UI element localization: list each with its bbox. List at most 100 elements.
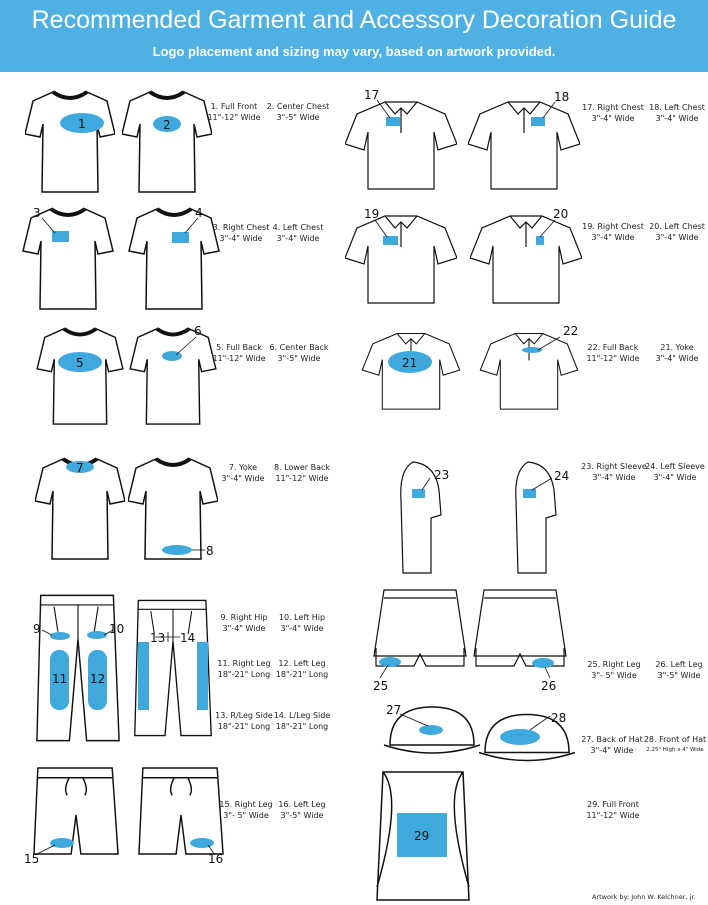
- placement-16: [190, 838, 214, 848]
- tshirt-back-drawing: [128, 457, 218, 560]
- placement-22: [522, 347, 542, 353]
- placement-21: [388, 351, 432, 373]
- marker-number: 26: [541, 679, 556, 693]
- page-subtitle: Logo placement and sizing may vary, base…: [152, 44, 556, 59]
- marker-number: 24: [554, 469, 569, 483]
- marker-number: 7: [76, 461, 84, 475]
- placement-24: [523, 489, 536, 498]
- placement-6: [162, 351, 182, 361]
- placement-26: [532, 658, 554, 668]
- placement-27: [419, 725, 443, 735]
- polo-back-drawing: [479, 332, 579, 410]
- page-title: Recommended Garment and Accessory Decora…: [31, 6, 677, 34]
- marker-number: 13: [150, 631, 165, 645]
- artwork-credit: Artwork by: John W. Kelchner, jr.: [592, 893, 696, 901]
- marker-numbers: 1 2 3 4 5 6 7 8 9 10 11 12 13 14 15 16 1…: [24, 88, 578, 866]
- marker-number: 21: [402, 356, 417, 370]
- placement-17: [386, 117, 400, 126]
- placement-20: [536, 236, 544, 245]
- placement-15: [50, 838, 74, 848]
- tshirt-back-drawing: [128, 326, 218, 425]
- placement-14: [197, 642, 208, 710]
- tshirt-front-drawing: [122, 90, 212, 193]
- marker-number: 25: [373, 679, 388, 693]
- placement-4: [172, 232, 189, 243]
- shirt-drawing: [345, 215, 457, 304]
- marker-number: 28: [551, 711, 566, 725]
- placement-7: [66, 461, 94, 473]
- placement-19: [383, 236, 398, 245]
- skort-drawing: [373, 589, 467, 667]
- marker-number: 27: [386, 703, 401, 717]
- marker-number: 11: [52, 672, 67, 686]
- marker-number: 5: [76, 356, 84, 370]
- marker-number: 14: [180, 631, 195, 645]
- placement-9: [50, 632, 70, 640]
- polo-drawing: [345, 101, 457, 190]
- marker-number: 17: [364, 88, 379, 102]
- placement-12: [88, 650, 107, 710]
- placement-2: [153, 116, 181, 132]
- marker-number: 29: [414, 829, 429, 843]
- marker-number: 20: [553, 207, 568, 221]
- marker-number: 12: [90, 672, 105, 686]
- marker-number: 9: [33, 622, 41, 636]
- tshirt-front-drawing: [25, 90, 115, 193]
- placement-29: [397, 813, 447, 857]
- placement-18: [531, 117, 545, 126]
- marker-number: 15: [24, 852, 39, 866]
- placement-28: [500, 729, 540, 745]
- placement-1: [60, 113, 104, 133]
- tshirt-front-drawing: [129, 209, 219, 309]
- polo-drawing: [468, 101, 580, 190]
- marker-number: 10: [109, 622, 124, 636]
- tshirt-front-drawing: [23, 209, 113, 309]
- tshirt-back-drawing: [35, 326, 125, 425]
- shorts-drawing: [33, 767, 119, 855]
- shirt-drawing: [470, 215, 582, 304]
- placement-25: [379, 657, 401, 667]
- marker-number: 3: [33, 206, 41, 220]
- marker-number: 4: [195, 206, 203, 220]
- marker-number: 19: [364, 207, 379, 221]
- placement-markers: [50, 113, 554, 857]
- placement-3: [52, 231, 69, 242]
- marker-number: 23: [434, 468, 449, 482]
- placement-23: [412, 489, 425, 498]
- marker-number: 1: [78, 117, 86, 131]
- marker-number: 16: [208, 852, 223, 866]
- placement-8: [162, 545, 192, 555]
- marker-number: 8: [206, 544, 214, 558]
- header-banner: Recommended Garment and Accessory Decora…: [0, 0, 708, 72]
- marker-number: 6: [194, 324, 202, 338]
- marker-number: 18: [554, 90, 569, 104]
- marker-number: 2: [163, 118, 171, 132]
- sleeve-side-drawing: [515, 461, 557, 574]
